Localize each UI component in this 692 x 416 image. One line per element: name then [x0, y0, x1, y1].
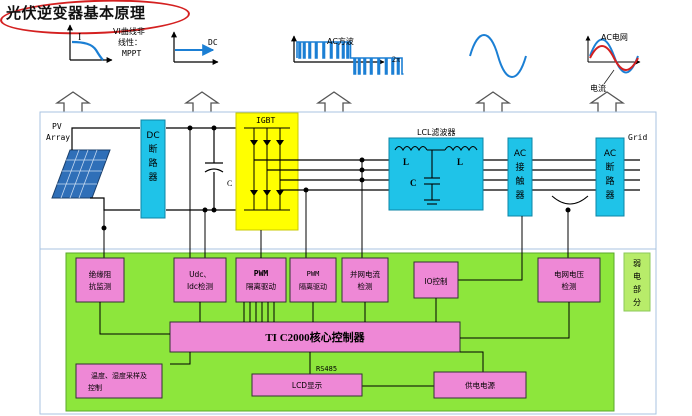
- insulation-monitor-box: [75, 257, 125, 303]
- insulation-label-2: 抗监测: [89, 281, 112, 291]
- current-pointer: [603, 69, 615, 85]
- capacitor-icon: [204, 168, 224, 173]
- dc-breaker-label-2: 路: [148, 157, 157, 169]
- solar-panel-icon: [51, 149, 111, 199]
- vi-label-1: VI曲线非: [113, 26, 145, 36]
- vi-label-3: MPPT: [122, 49, 141, 58]
- dc-breaker-label-1: 断: [148, 143, 157, 155]
- ac-contactor-label-1: 接: [515, 161, 524, 173]
- weak-power-char-3: 分: [633, 298, 641, 307]
- igbt-label: IGBT: [256, 116, 275, 125]
- lcl-inductor-label-1: L: [403, 157, 409, 167]
- ac-grid-label: AC电网: [601, 32, 628, 42]
- sense-connection-lines: [103, 128, 569, 281]
- dc-label: DC: [208, 38, 218, 47]
- up-arrow-icon: [183, 91, 221, 115]
- ac-contactor-label-3: 器: [515, 190, 524, 201]
- up-arrow-icon: [315, 91, 353, 115]
- temp-label-1: 温度、湿度采样及: [91, 371, 147, 380]
- temp-humidity-box: [75, 363, 163, 399]
- pwm1-label-1: PWM: [254, 269, 269, 278]
- ac-breaker-label-3: 器: [605, 190, 614, 201]
- capacitor-label: C: [227, 179, 232, 188]
- up-arrow-icon: [54, 91, 92, 115]
- ac-contactor-label-2: 触: [515, 175, 524, 187]
- pwm2-label-2: 隔离驱动: [299, 282, 327, 291]
- ac-breaker-box: [595, 137, 625, 217]
- up-arrow-icon: [588, 91, 626, 115]
- insulation-label-1: 绝缘阻: [89, 269, 112, 279]
- core-controller-box: [169, 321, 461, 353]
- core-controller-label: TI C2000核心控制器: [265, 330, 365, 344]
- grid-label: Grid: [628, 133, 647, 142]
- ac-breaker-label-1: 断: [605, 161, 614, 173]
- current-label: 电流: [590, 83, 606, 93]
- two-pi-label: 2π: [392, 55, 400, 64]
- ac-contactor-label-0: AC: [514, 149, 526, 159]
- weak-power-char-0: 弱: [633, 259, 641, 268]
- grid-voltage-sense-tap: [551, 195, 589, 205]
- lcd-label: LCD显示: [292, 381, 323, 390]
- ac-grid-wave-icon: [585, 35, 641, 74]
- junction-dots: [101, 125, 571, 231]
- grid-current-detect-box: [341, 257, 389, 303]
- up-arrow-icon: [474, 91, 512, 115]
- ac-breaker-label-0: AC: [604, 149, 616, 159]
- vi-curve-icon: [67, 24, 113, 63]
- lcl-inductor-label-2: L: [457, 157, 463, 167]
- dc-breaker-box: [140, 119, 166, 219]
- weak-power-tag: [623, 252, 651, 312]
- pwm2-label-1: PWM: [307, 270, 320, 278]
- grid-voltage-detect-box: [537, 257, 601, 303]
- vi-label-2: 线性：: [118, 37, 142, 47]
- grid-current-label-1: 并网电流: [350, 269, 380, 279]
- pwm-driver-box-2: [289, 257, 337, 303]
- pwm-driver-box-1: [235, 257, 287, 303]
- lcd-display-box: [251, 373, 363, 397]
- lcl-capacitor-label: C: [410, 178, 417, 188]
- page-title: 光伏逆变器基本原理: [6, 4, 146, 22]
- ac-breaker-label-2: 路: [605, 175, 614, 187]
- udc-idc-detect-box: [173, 257, 227, 303]
- power-supply-box: [433, 371, 527, 399]
- dc-signal-icon: [171, 31, 219, 65]
- io-control-box: [413, 261, 459, 299]
- pv-array-label-2: Array: [46, 133, 70, 142]
- dc-breaker-label-0: DC: [146, 131, 159, 141]
- power-supply-label: 供电电源: [465, 380, 495, 390]
- grid-voltage-label-1: 电网电压: [554, 269, 584, 279]
- udc-label-2: Idc检测: [187, 281, 213, 291]
- io-control-label: IO控制: [424, 276, 447, 286]
- lcl-filter-schematic: [394, 145, 478, 205]
- dc-breaker-label-3: 器: [148, 172, 157, 183]
- igbt-switch-icons: [250, 140, 284, 196]
- ac-square-wave-icon: [291, 35, 404, 75]
- i-axis-label: I: [78, 32, 81, 43]
- sine-wave-icon: [469, 34, 527, 78]
- temp-label-2: 控制: [88, 383, 102, 392]
- rs485-label: RS485: [316, 365, 337, 373]
- weak-power-char-2: 部: [633, 284, 641, 294]
- ac-contactor-box: [507, 137, 533, 217]
- lcl-filter-title: LCL滤波器: [417, 127, 456, 137]
- pv-array-label-1: PV: [52, 122, 62, 131]
- weak-power-char-1: 电: [633, 271, 641, 281]
- control-connection-lines: [99, 230, 570, 387]
- grid-current-label-2: 检测: [358, 281, 373, 291]
- grid-voltage-label-2: 检测: [562, 281, 577, 291]
- udc-label-1: Udc、: [189, 270, 211, 279]
- ac-square-label: AC方波: [327, 36, 354, 46]
- pwm1-label-2: 隔离驱动: [246, 281, 276, 291]
